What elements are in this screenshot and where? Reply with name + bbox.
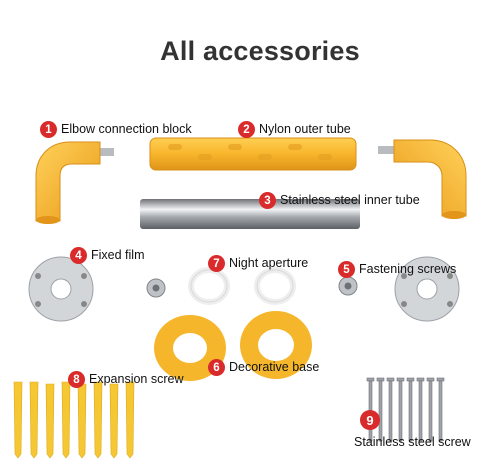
night-aperture-right — [254, 267, 296, 305]
label-stainless-steel-screw: 9 Stainless steel screw — [354, 410, 471, 449]
label-expansion-screw: 8 Expansion screw — [68, 371, 184, 388]
steel-inner-tube — [140, 199, 360, 229]
label-text: Fixed film — [91, 248, 145, 263]
badge-1: 1 — [40, 121, 57, 138]
label-text: Decorative base — [229, 360, 320, 375]
badge-6: 6 — [208, 359, 225, 376]
badge-3: 3 — [259, 192, 276, 209]
label-text: Stainless steel screw — [354, 435, 471, 449]
label-nylon-outer-tube: 2 Nylon outer tube — [238, 121, 351, 138]
label-text: Night aperture — [229, 256, 309, 271]
label-text: Elbow connection block — [61, 122, 192, 137]
fixed-film-right — [394, 256, 460, 322]
badge-5: 5 — [338, 261, 355, 278]
label-text: Fastening screws — [359, 262, 457, 277]
label-fixed-film: 4 Fixed film — [70, 247, 144, 264]
label-text: Expansion screw — [89, 372, 184, 387]
fixed-film-left — [28, 256, 94, 322]
label-fastening-screws: 5 Fastening screws — [338, 261, 456, 278]
label-stainless-steel-inner-tube: 3 Stainless steel inner tube — [259, 192, 420, 209]
elbow-left — [35, 141, 114, 224]
page-title: All accessories — [160, 36, 360, 66]
fastening-screw-right — [338, 276, 358, 296]
badge-9: 9 — [360, 410, 380, 430]
elbow-right — [378, 139, 467, 219]
badge-4: 4 — [70, 247, 87, 264]
badge-7: 7 — [208, 255, 225, 272]
label-text: Stainless steel inner tube — [280, 193, 420, 208]
elbow-stud — [378, 146, 394, 154]
night-aperture-left — [188, 267, 230, 305]
fastening-screw-left — [146, 278, 166, 298]
nylon-outer-tube — [149, 137, 357, 171]
badge-8: 8 — [68, 371, 85, 388]
label-elbow-connection-block: 1 Elbow connection block — [40, 121, 192, 138]
badge-2: 2 — [238, 121, 255, 138]
label-night-aperture: 7 Night aperture — [208, 255, 308, 272]
label-decorative-base: 6 Decorative base — [208, 359, 319, 376]
elbow-stud — [100, 148, 114, 156]
label-text: Nylon outer tube — [259, 122, 351, 137]
expansion-screws — [13, 381, 135, 459]
decorative-base-right — [240, 311, 312, 379]
